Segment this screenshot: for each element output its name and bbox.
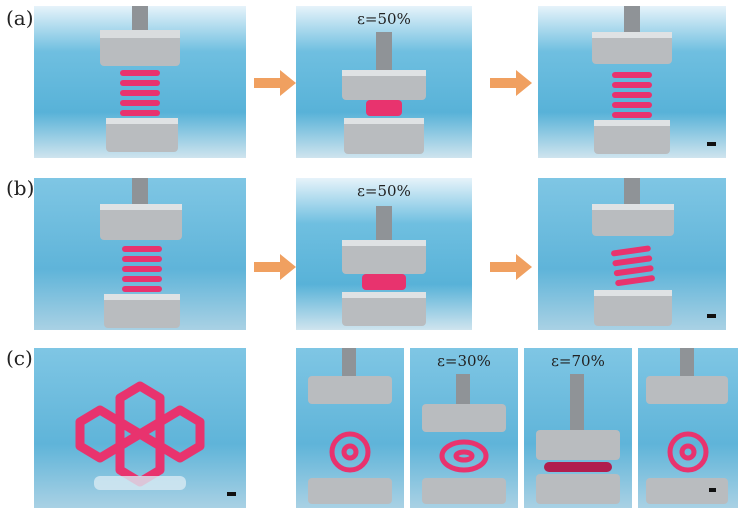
strain-label-b: ε=50%	[357, 182, 411, 200]
row-label-a: (a)	[6, 6, 34, 30]
scale-bar-c1	[227, 492, 236, 496]
row-label-b: (b)	[6, 176, 35, 200]
panel-a-recovered	[538, 6, 726, 158]
arrow-a-2	[490, 70, 532, 96]
panel-c-stage1	[296, 348, 404, 508]
arrow-b-1	[254, 254, 296, 280]
arrow-b-2	[490, 254, 532, 280]
panel-c-stage2: ε=30%	[410, 348, 518, 508]
panel-c-stage4	[638, 348, 738, 508]
panel-b-compressed: ε=50%	[296, 178, 472, 330]
panel-b-recovered	[538, 178, 726, 330]
panel-c-honeycomb	[34, 348, 246, 508]
scale-bar-c2	[709, 488, 716, 492]
arrow-a-1	[254, 70, 296, 96]
row-label-c: (c)	[6, 346, 33, 370]
panel-b-before	[34, 178, 246, 330]
strain-label-c2: ε=70%	[551, 352, 605, 370]
panel-a-compressed: ε=50%	[296, 6, 472, 158]
scale-bar-b	[707, 314, 716, 318]
scale-bar-a	[707, 142, 716, 146]
strain-label-c1: ε=30%	[437, 352, 491, 370]
panel-a-before	[34, 6, 246, 158]
strain-label-a: ε=50%	[357, 10, 411, 28]
panel-c-stage3: ε=70%	[524, 348, 632, 508]
